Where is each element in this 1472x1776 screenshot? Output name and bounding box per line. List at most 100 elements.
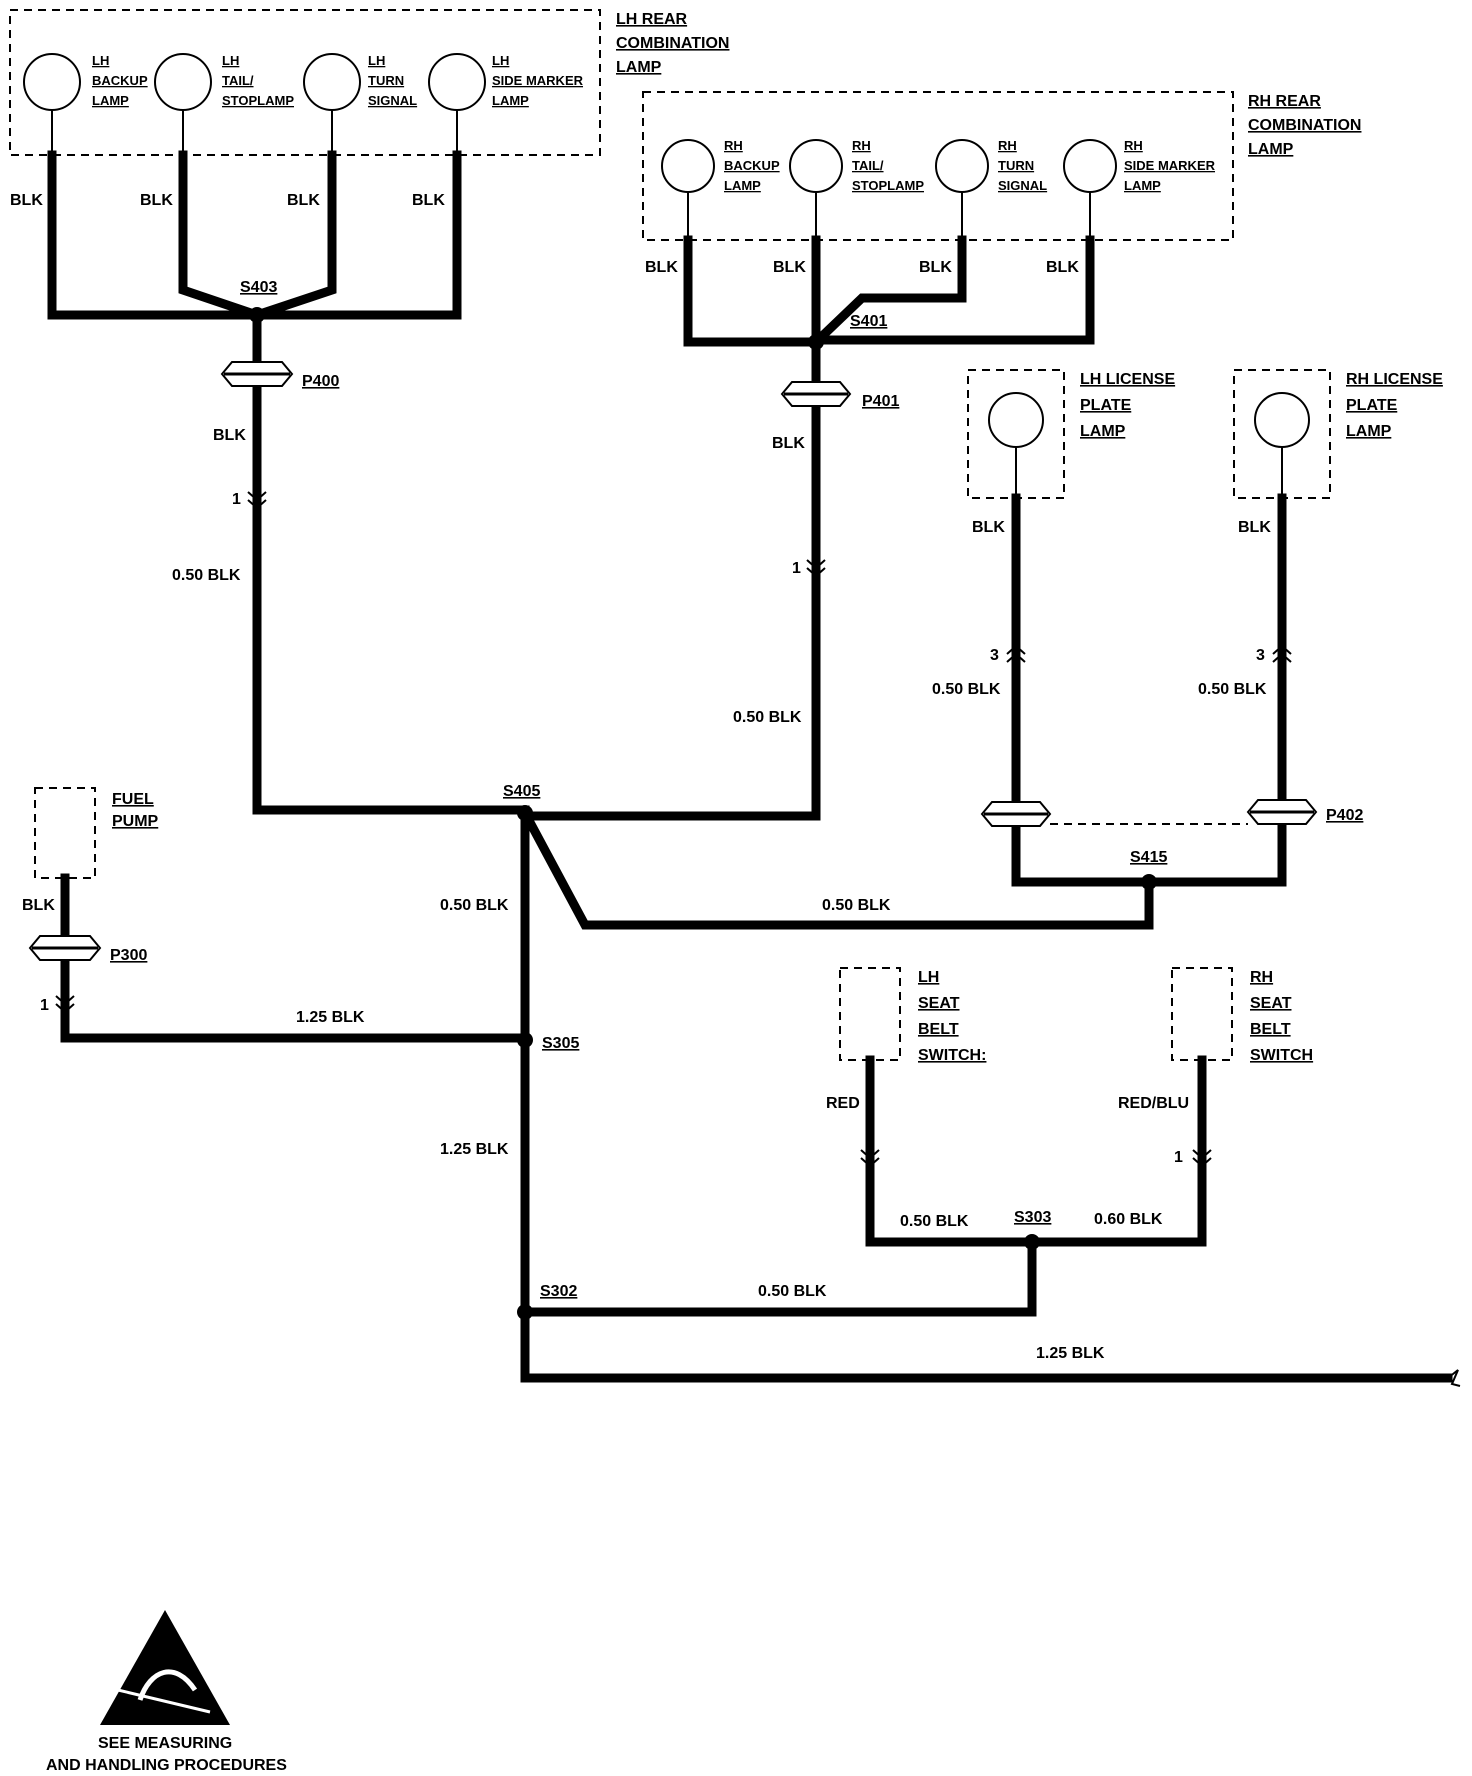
splice-label: S415 xyxy=(1130,849,1167,866)
lamp-label: RH xyxy=(724,138,743,153)
pin-number: 1 xyxy=(40,997,49,1014)
lamp-label: LAMP xyxy=(724,178,761,193)
rh-license-plate-lamp: RH LICENSE PLATE LAMP BLK 3 0.50 BLK xyxy=(1144,369,1443,887)
wire xyxy=(811,235,1095,345)
connector-p402-left-icon xyxy=(980,801,1052,827)
connector-label: P402 xyxy=(1326,807,1363,824)
wire xyxy=(47,150,262,320)
lamp-label: TAIL/ xyxy=(222,73,254,88)
connector-p402: P402 xyxy=(980,799,1363,827)
connector-p300-icon xyxy=(28,935,102,961)
lamp-label: TURN xyxy=(368,73,404,88)
switch-title: LH xyxy=(918,969,939,986)
lamp-label: LH xyxy=(92,53,109,68)
wire-label: BLK xyxy=(412,192,445,209)
wire xyxy=(252,150,462,320)
pin-number: 1 xyxy=(1174,1149,1183,1166)
wire-label: BLK xyxy=(919,259,952,276)
wire-label: 0.50 BLK xyxy=(1198,681,1267,698)
fuel-pump-title: PUMP xyxy=(112,813,159,830)
switch-title: SWITCH: xyxy=(918,1047,986,1064)
wire xyxy=(809,235,967,349)
bulb-icon xyxy=(789,139,843,193)
splice-label: S401 xyxy=(850,313,887,330)
pin-chevron-icon xyxy=(247,491,267,510)
pin-chevron-icon xyxy=(1192,1149,1212,1168)
connector-label: P401 xyxy=(862,393,899,410)
lamp-label: LAMP xyxy=(1124,178,1161,193)
lh-rear-title-1: LH REAR xyxy=(616,11,688,28)
splice-label: S405 xyxy=(503,783,540,800)
wire xyxy=(520,1237,1037,1317)
lamp-label: STOPLAMP xyxy=(222,93,294,108)
pin-chevron-icon xyxy=(860,1149,880,1168)
lamp-label: LH xyxy=(222,53,239,68)
lamp-label: SIDE MARKER xyxy=(1124,158,1216,173)
lamp-label: LAMP xyxy=(492,93,529,108)
pin-number: 3 xyxy=(1256,647,1265,664)
rh-turn-signal: RH TURN SIGNAL xyxy=(935,138,1047,240)
connector-p400-icon xyxy=(220,361,294,387)
wire-label: 0.60 BLK xyxy=(1094,1211,1163,1228)
wire-label: RED xyxy=(826,1095,860,1112)
switch-title: SWITCH xyxy=(1250,1047,1313,1064)
p400-branch: P400 BLK 1 0.50 BLK xyxy=(172,310,530,815)
lamp-label: LH xyxy=(492,53,509,68)
rh-tail-stoplamp: RH TAIL/ STOPLAMP xyxy=(789,138,924,240)
lh-side-marker-lamp: LH SIDE MARKER LAMP xyxy=(428,53,584,155)
fuel-pump-title: FUEL xyxy=(112,791,154,808)
bulb-icon xyxy=(23,53,81,111)
wire-label: BLK xyxy=(140,192,173,209)
splice-s305 xyxy=(517,1032,533,1048)
pin-number: 1 xyxy=(792,560,801,577)
wire-label: BLK xyxy=(773,259,806,276)
wire xyxy=(683,235,821,347)
wire-label: 1.25 BLK xyxy=(1036,1345,1105,1362)
lamp-title: PLATE xyxy=(1080,397,1132,414)
bulb-icon xyxy=(428,53,486,111)
rh-rear-title-1: RH REAR xyxy=(1248,93,1321,110)
wire-label: BLK xyxy=(22,897,55,914)
lamp-label: RH xyxy=(1124,138,1143,153)
lamp-label: SIDE MARKER xyxy=(492,73,584,88)
rh-rear-lamp-housing xyxy=(642,91,1234,241)
lamp-label: BACKUP xyxy=(92,73,148,88)
lh-tail-stoplamp: LH TAIL/ STOPLAMP xyxy=(154,53,294,155)
esd-warning: SEE MEASURING AND HANDLING PROCEDURES xyxy=(46,1610,287,1774)
pin-chevron-icon xyxy=(806,559,826,578)
lamp-label: SIGNAL xyxy=(998,178,1047,193)
lamp-label: LAMP xyxy=(92,93,129,108)
fuel-pump-housing xyxy=(34,787,96,879)
switch-title: SEAT xyxy=(918,995,960,1012)
esd-notice-line-1: SEE MEASURING xyxy=(98,1735,232,1752)
wire xyxy=(1027,1055,1207,1247)
wire-label: 0.50 BLK xyxy=(440,897,509,914)
wire-label: RED/BLU xyxy=(1118,1095,1189,1112)
splice-label: S305 xyxy=(542,1035,579,1052)
pin-chevron-icon xyxy=(1006,644,1026,663)
wire-label: 1.25 BLK xyxy=(296,1009,365,1026)
wire xyxy=(1011,493,1154,887)
lamp-label: SIGNAL xyxy=(368,93,417,108)
wire xyxy=(518,806,1154,930)
lh-rear-lamp-housing xyxy=(9,9,601,156)
rh-backup-lamp: RH BACKUP LAMP xyxy=(661,138,780,240)
wire-label: BLK xyxy=(645,259,678,276)
wire-label: 0.50 BLK xyxy=(758,1283,827,1300)
splice-label: S403 xyxy=(240,279,277,296)
lh-backup-lamp: LH BACKUP LAMP xyxy=(23,53,148,155)
lamp-title: LH LICENSE xyxy=(1080,371,1175,388)
wire-label: BLK xyxy=(1238,519,1271,536)
wire xyxy=(520,337,821,821)
lamp-label: RH xyxy=(852,138,871,153)
lamp-title: RH LICENSE xyxy=(1346,371,1443,388)
wire-label: 0.50 BLK xyxy=(822,897,891,914)
switch-title: BELT xyxy=(1250,1021,1291,1038)
wire-label: BLK xyxy=(772,435,805,452)
wire-label: BLK xyxy=(10,192,43,209)
lh-rear-combination-lamp: LH REAR COMBINATION LAMP LH BACKUP LAMP … xyxy=(9,9,729,323)
lamp-label: BACKUP xyxy=(724,158,780,173)
wire-label: 0.50 BLK xyxy=(172,567,241,584)
rh-rear-title-2: COMBINATION xyxy=(1248,117,1361,134)
esd-notice-line-2: AND HANDLING PROCEDURES xyxy=(46,1757,287,1774)
